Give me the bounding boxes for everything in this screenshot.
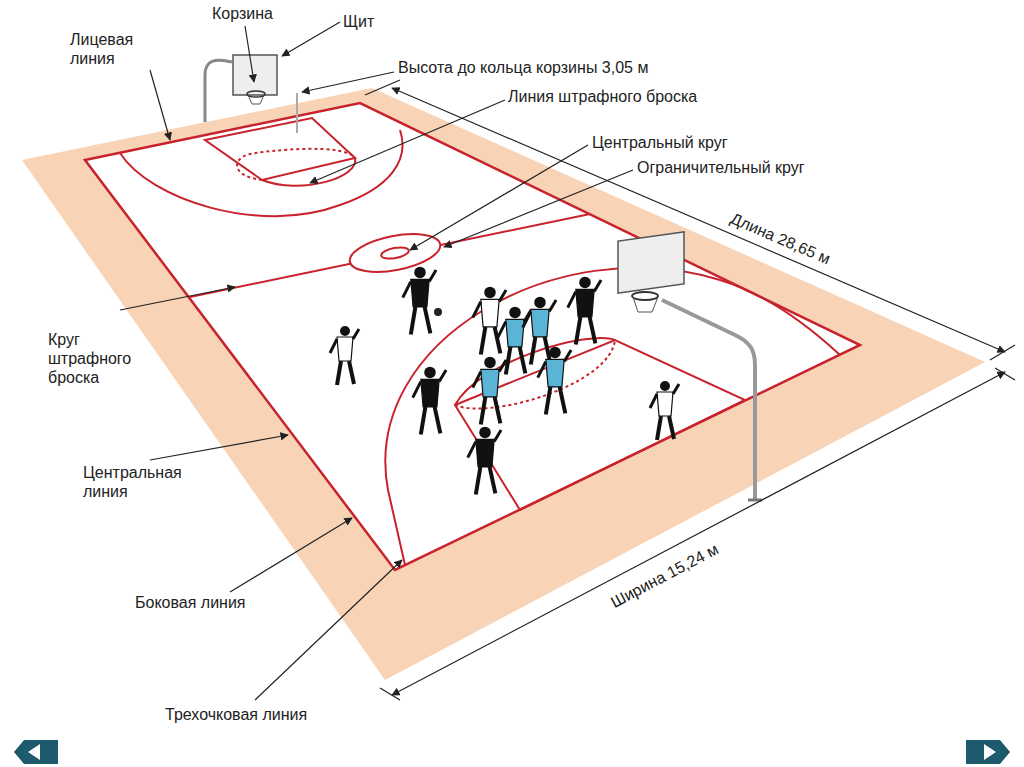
callout-label: Лицевая линия [70, 30, 150, 68]
leader-lines [120, 22, 633, 700]
nav-buttons [14, 740, 1010, 764]
players [330, 267, 679, 495]
near-basket [618, 232, 762, 500]
callout-label: Высота до кольца корзины 3,05 м [398, 58, 648, 77]
callout-label: Ограничительный круг [637, 158, 805, 177]
player-figure [403, 267, 436, 335]
callout-label: Центральная линия [83, 463, 198, 501]
callout-label: Линия штрафного броска [508, 87, 697, 106]
floor-surround [22, 88, 985, 680]
dimension-lines [365, 80, 1015, 700]
player-figure [538, 347, 571, 415]
court-boundary [85, 103, 860, 570]
callout-label: Трехочковая линия [165, 705, 307, 724]
callout-label: Боковая линия [135, 593, 246, 612]
callout-label: Корзина [212, 4, 273, 23]
callout-label: Длина 28,65 м [727, 208, 833, 268]
court-markings [120, 118, 840, 565]
player-figure [473, 287, 506, 355]
player-figure [413, 367, 446, 435]
callout-label: Щит [343, 12, 374, 31]
callout-label: Круг штрафного броска [48, 330, 158, 387]
player-figure [468, 427, 501, 495]
player-figure [330, 326, 359, 385]
player-figure [568, 277, 601, 345]
callout-label: Центральный круг [592, 133, 728, 152]
player-figure [473, 357, 506, 425]
player-figure [650, 381, 679, 440]
callout-label: Ширина 15,24 м [608, 539, 722, 611]
